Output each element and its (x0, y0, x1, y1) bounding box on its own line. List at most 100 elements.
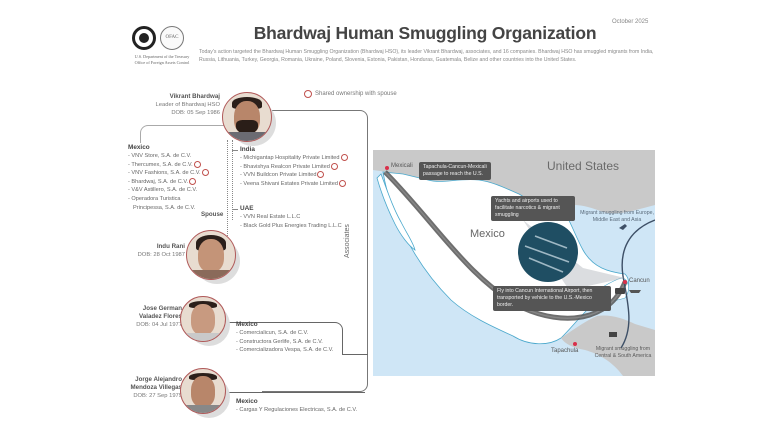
photo-face (190, 304, 216, 335)
callout-passage: Tapachula-Cancun-Mexicali passage to rea… (419, 162, 491, 180)
india-company-list: - Michigantap Hospitality Private Limite… (240, 154, 348, 188)
associate2-info: Jorge Alejandro Mendoza Villegas DOB: 27… (116, 376, 182, 400)
company-item: - Black Gold Plus Energies Trading L.L.C (240, 222, 342, 229)
leader-photo (222, 92, 272, 142)
spouse-connector (227, 140, 228, 240)
mexicali-marker (385, 166, 389, 170)
photo-shirt (187, 270, 235, 279)
city-mexicali: Mexicali (391, 163, 413, 169)
spouse-info: Indu Rani DOB: 28 Oct 1987 (130, 243, 185, 259)
company-item: - Bhardwaj, S.A. de C.V. (128, 177, 209, 187)
shared-ownership-ring-icon (189, 177, 197, 185)
note-europe: Migrant smuggling from Europe, Middle Ea… (580, 210, 654, 223)
treasury-seal-icon (132, 26, 156, 50)
company-item: - Thercumex, S.A. de C.V. (128, 160, 209, 170)
photo-shirt (181, 405, 225, 413)
associate2-mexico-heading: Mexico (236, 398, 258, 405)
company-item: Principessa, S.A. de C.V. (133, 204, 196, 211)
associate1-name-line2: Valadez Flores (139, 313, 182, 320)
boat-icon (629, 290, 641, 293)
spouse-name: Indu Rani (156, 243, 185, 250)
associates-label: Associates (344, 224, 351, 258)
note-central-america: Migrant smuggling from Central & South A… (594, 346, 652, 359)
photo-beard (236, 119, 258, 135)
spouse-label: Spouse (201, 211, 224, 218)
associate2-connector (225, 392, 365, 393)
spouse-dob: DOB: 28 Oct 1987 (137, 252, 185, 258)
leader-uae-companies: UAE - VVN Real Estate L.L.C - Black Gold… (240, 204, 342, 230)
photo-shirt (223, 132, 271, 141)
label-united-states: United States (547, 159, 620, 173)
photo-face (190, 376, 216, 407)
callout-yachts: Yachts and airports used to facilitate n… (491, 196, 575, 221)
associate2-name-line1: Jorge Alejandro (135, 376, 182, 383)
shared-ownership-ring-icon (304, 90, 312, 98)
uae-company-list: - VVN Real Estate L.L.C - Black Gold Plu… (240, 213, 342, 230)
uae-heading: UAE (240, 205, 254, 212)
associate1-mexico-heading: Mexico (236, 321, 258, 328)
intro-text: Today's action targeted the Bhardwaj Hum… (199, 49, 654, 63)
india-tick (232, 150, 238, 151)
mexico-heading: Mexico (128, 144, 150, 151)
city-tapachula: Tapachula (551, 348, 579, 354)
mexico-connector (140, 125, 230, 143)
leader-india-companies: India - Michigantap Hospitality Private … (240, 145, 348, 188)
associate1-dob: DOB: 04 Jul 1977 (136, 322, 182, 328)
company-item: - VNV Store, S.A. de C.V. (128, 153, 192, 159)
leader-name: Vikrant Bhardwaj (169, 93, 220, 100)
associate1-photo (180, 296, 226, 342)
plane-icon (619, 224, 627, 230)
associate1-companies: Mexico - Comercialicun, S.A. de C.V. - C… (236, 320, 333, 355)
leader-mexico-companies: Mexico - VNV Store, S.A. de C.V. - Therc… (128, 143, 209, 212)
company-item: - Cargas Y Regulaciones Electricas, S.A.… (236, 407, 358, 413)
india-connector (232, 140, 233, 220)
company-item: - Comercialicun, S.A. de C.V. (236, 330, 309, 336)
baja-california (376, 173, 416, 251)
associate1-connector (220, 322, 343, 354)
leader-dob: DOB: 05 Sep 1986 (171, 110, 220, 116)
associate1-company-list: - Comercialicun, S.A. de C.V. - Construc… (236, 329, 333, 355)
company-item: - Veena Shivani Estates Private Limited (240, 179, 348, 189)
spouse-photo (186, 230, 236, 280)
agency-name: U.S. Department of the Treasury Office o… (134, 54, 190, 65)
company-item: - VVN Real Estate L.L.C (240, 214, 301, 220)
company-item: - Constructora Gerlife, S.A. de C.V. (236, 338, 323, 345)
company-item: - V&V Astillero, S.A. de C.V. (128, 187, 198, 194)
india-heading: India (240, 146, 255, 153)
map-graphic (373, 150, 655, 376)
associate2-dob: DOB: 27 Sep 1979 (133, 393, 182, 399)
shared-ownership-ring-icon (193, 160, 201, 168)
photo-face (197, 238, 225, 273)
associate2-companies: Mexico - Cargas Y Regulaciones Electrica… (236, 397, 357, 415)
uae-tick (232, 209, 238, 210)
label-mexico: Mexico (470, 228, 505, 240)
truck-icon-2 (609, 332, 617, 337)
shared-ownership-ring-icon (317, 171, 325, 179)
shared-ownership-ring-icon (338, 179, 346, 187)
leader-info: Vikrant Bhardwaj Leader of Bhardwaj HSO … (140, 93, 220, 117)
route-map: Mexicali Tapachula-Cancun-Mexicali passa… (373, 150, 655, 376)
company-item: - Michigantap Hospitality Private Limite… (240, 154, 348, 163)
shared-ownership-ring-icon (330, 162, 338, 170)
associate2-photo (180, 368, 226, 414)
cancun-marker (623, 280, 627, 284)
inset-cone (523, 220, 625, 290)
company-item: - VNV Fashions, S.A. de C.V. (128, 169, 209, 178)
page-title: Bhardwaj Human Smuggling Organization (253, 23, 597, 43)
harbor-piers (524, 235, 570, 273)
city-cancun: Cancun (629, 278, 650, 284)
mexico-company-list: - VNV Store, S.A. de C.V. - Thercumex, S… (128, 152, 209, 212)
associate2-company-list: - Cargas Y Regulaciones Electricas, S.A.… (236, 406, 357, 415)
truck-icon (615, 288, 625, 294)
photo-shirt (181, 333, 225, 341)
company-item: - Comercializadora Vespa, S.A. de C.V. (236, 347, 334, 354)
publication-date: October 2025 (612, 19, 649, 25)
agency-seals: OFAC (118, 24, 208, 54)
ofac-seal-icon: OFAC (160, 26, 184, 50)
associates-connector (262, 110, 368, 392)
associate1-bottom (342, 354, 368, 355)
leader-role: Leader of Bhardwaj HSO (155, 102, 220, 108)
tapachula-marker (573, 342, 577, 346)
yacht-harbor-photo (518, 222, 578, 282)
international-route (620, 219, 655, 349)
